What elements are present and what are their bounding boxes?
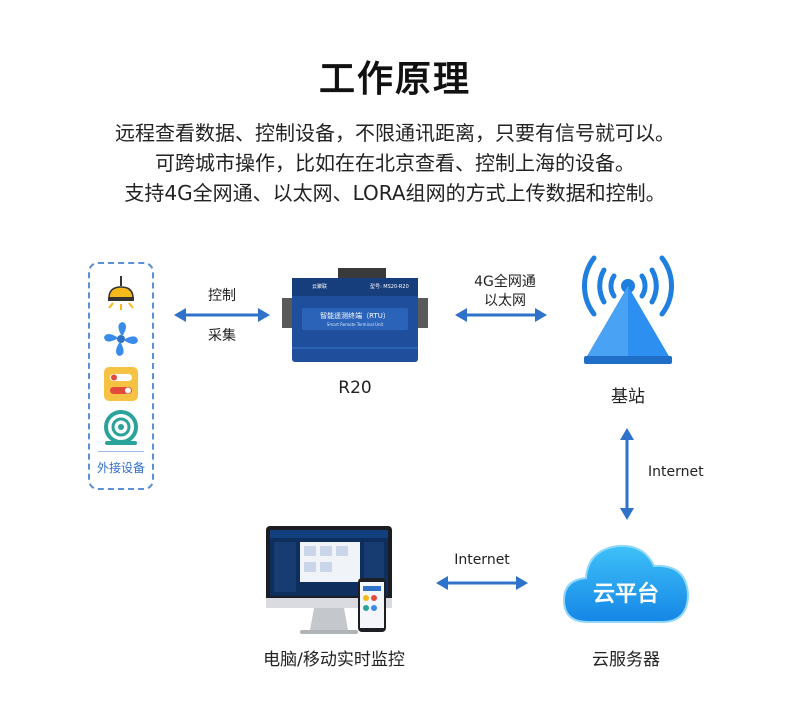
rtu-brand: 云聚联 <box>312 284 328 290</box>
control-label: 控制 <box>208 288 236 304</box>
4g-label: 4G全网通 <box>474 274 536 290</box>
devices-label: 外接设备 <box>96 461 145 475</box>
monitor-icon <box>266 526 392 634</box>
divider <box>98 451 144 452</box>
rtu-device: 云聚联 型号: MS20-R20 智能遥测终端（RTU） Smart Remot… <box>282 268 428 364</box>
internet-label-vertical: Internet <box>648 464 704 480</box>
base-station-name: 基站 <box>611 387 645 407</box>
double-arrow-station-cloud <box>620 428 634 520</box>
double-arrow-cloud-monitor <box>436 576 528 590</box>
switch-icon <box>104 367 138 401</box>
cloud-server-name: 云服务器 <box>592 650 660 670</box>
description-line-1: 远程查看数据、控制设备，不限通讯距离，只要有信号就可以。 <box>115 121 675 145</box>
rtu-screen-title: 智能遥测终端（RTU） <box>320 312 390 320</box>
collect-label: 采集 <box>208 328 236 344</box>
ethernet-label: 以太网 <box>484 293 526 309</box>
cloud-icon <box>562 544 690 623</box>
motor-icon <box>104 410 138 445</box>
lamp-icon <box>108 276 134 310</box>
double-arrow-rtu-station <box>455 308 547 322</box>
fan-icon <box>104 322 138 356</box>
description-line-3: 支持4G全网通、以太网、LORA组网的方式上传数据和控制。 <box>124 181 666 205</box>
base-station-icon <box>582 255 674 364</box>
external-devices-panel: 外接设备 <box>88 262 154 490</box>
rtu-screen-subtitle: Smart Remote Terminal Unit <box>326 322 384 327</box>
double-arrow-devices-rtu <box>174 308 270 322</box>
description-line-2: 可跨城市操作，比如在在北京查看、控制上海的设备。 <box>155 151 635 175</box>
page-title: 工作原理 <box>318 59 471 100</box>
cloud-platform-text: 云平台 <box>592 582 659 607</box>
rtu-name: R20 <box>338 378 372 398</box>
rtu-model: 型号: MS20-R20 <box>370 284 409 290</box>
internet-label-horizontal: Internet <box>454 552 510 568</box>
monitor-name: 电脑/移动实时监控 <box>263 650 405 670</box>
